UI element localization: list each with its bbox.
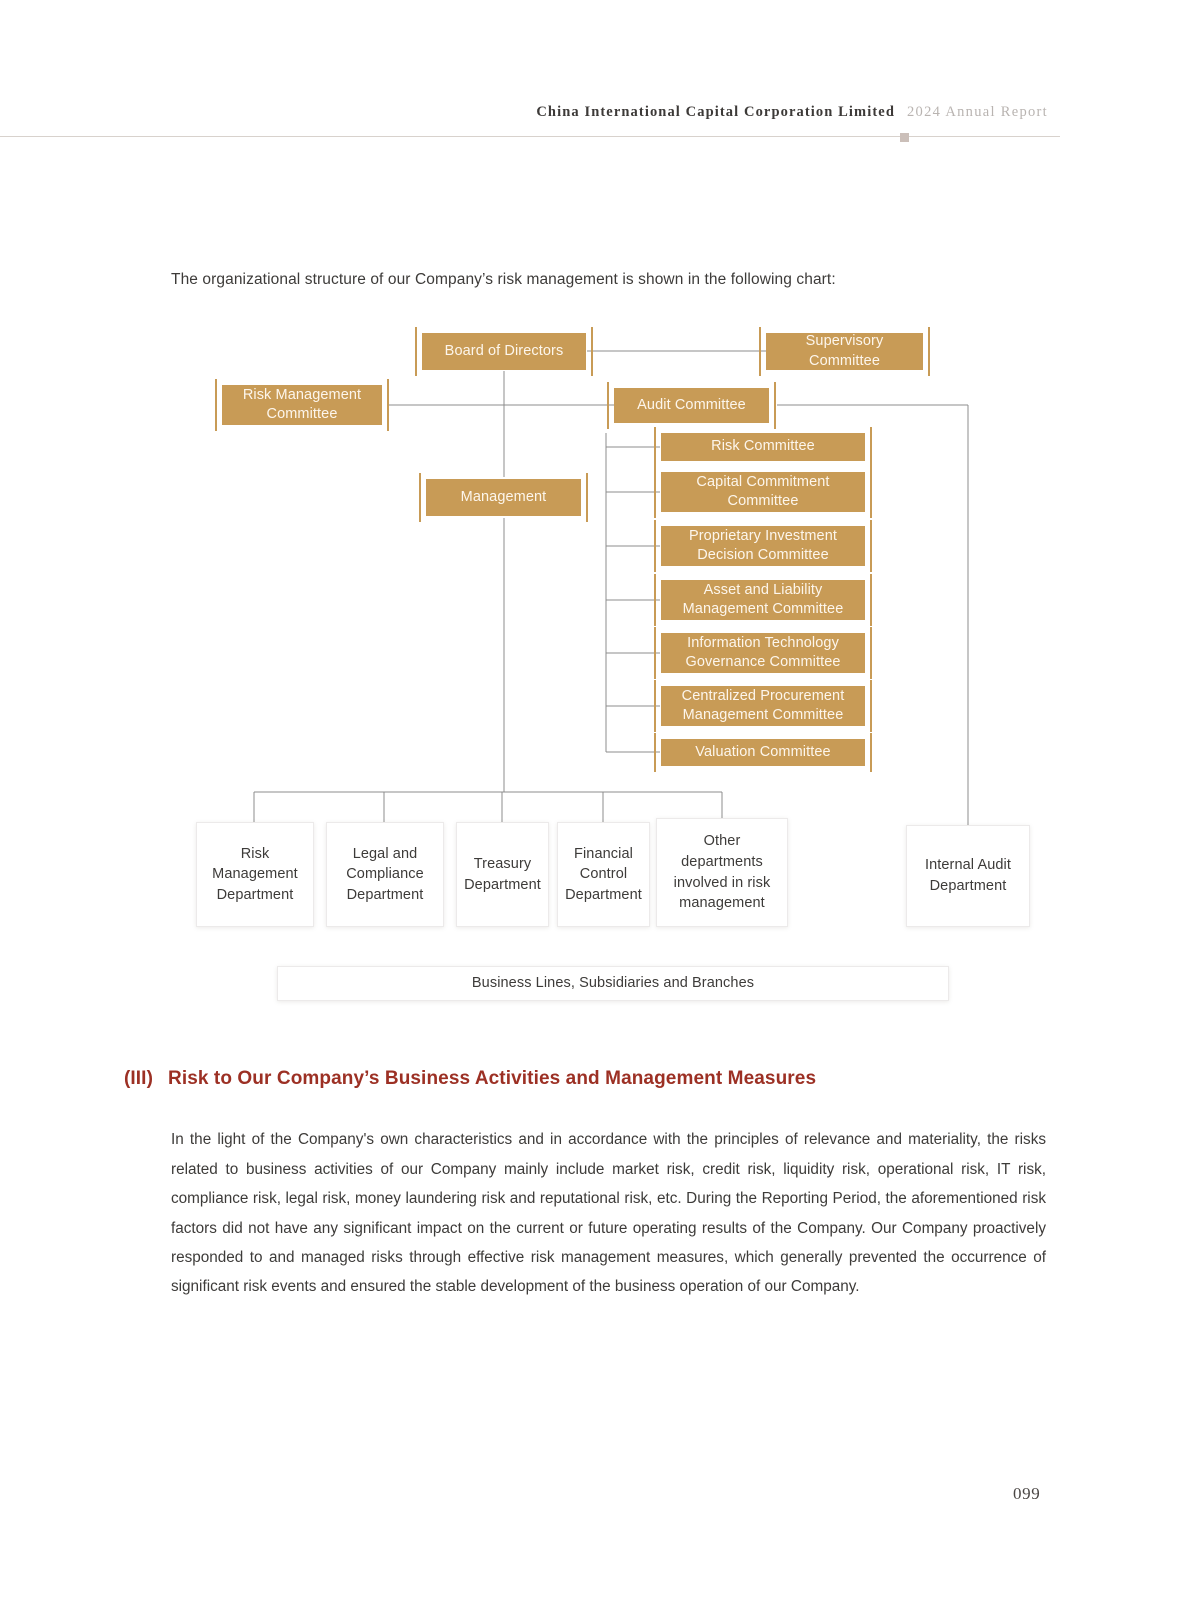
node-label: Management: [460, 488, 547, 505]
node-label: Supervisory Committee: [805, 333, 884, 369]
node-label: Centralized Procurement Management Commi…: [681, 687, 845, 723]
dept-risk-management-department[interactable]: Risk Management Department: [196, 822, 314, 927]
node-asset-and-liability-management-committee[interactable]: Asset and Liability Management Committee: [654, 574, 872, 626]
section-number: (III): [124, 1068, 153, 1089]
node-board-of-directors[interactable]: Board of Directors: [415, 327, 593, 376]
dept-label: Risk Management Department: [212, 845, 298, 903]
dept-label: Other departments involved in risk manag…: [673, 833, 771, 912]
node-risk-committee[interactable]: Risk Committee: [654, 427, 872, 467]
dept-treasury-department[interactable]: Treasury Department: [456, 822, 549, 927]
header-company-name: China International Capital Corporation …: [536, 104, 895, 120]
node-centralized-procurement-management-committee[interactable]: Centralized Procurement Management Commi…: [654, 680, 872, 732]
dept-label: Treasury Department: [464, 855, 541, 893]
node-supervisory-committee[interactable]: Supervisory Committee: [759, 327, 930, 376]
node-label: Capital Commitment Committee: [696, 473, 830, 509]
node-business-lines-subsidiaries-branches[interactable]: Business Lines, Subsidiaries and Branche…: [277, 966, 949, 1001]
node-valuation-committee[interactable]: Valuation Committee: [654, 733, 872, 772]
node-capital-commitment-committee[interactable]: Capital Commitment Committee: [654, 466, 872, 518]
node-label: Audit Committee: [637, 396, 746, 413]
node-label: Board of Directors: [444, 342, 564, 359]
section-paragraph: In the light of the Company's own charac…: [171, 1131, 1046, 1296]
org-chart-connectors: [253, 350, 969, 830]
header-accent-square: [900, 133, 909, 142]
node-label: Valuation Committee: [695, 743, 831, 760]
business-lines-label: Business Lines, Subsidiaries and Branche…: [471, 975, 755, 992]
intro-text: The organizational structure of our Comp…: [171, 271, 836, 288]
dept-label: Legal and Compliance Department: [346, 845, 424, 903]
section-title: Risk to Our Company’s Business Activitie…: [168, 1068, 817, 1089]
dept-legal-and-compliance-department[interactable]: Legal and Compliance Department: [326, 822, 444, 927]
header-divider: [0, 136, 1060, 137]
dept-financial-control-department[interactable]: Financial Control Department: [557, 822, 650, 927]
dept-label: Internal Audit Department: [924, 857, 1012, 894]
node-information-technology-governance-committee[interactable]: Information Technology Governance Commit…: [654, 627, 872, 679]
node-label: Proprietary Investment Decision Committe…: [688, 527, 838, 563]
node-label: Risk Committee: [711, 438, 815, 455]
dept-internal-audit-department[interactable]: Internal Audit Department: [906, 825, 1030, 927]
node-proprietary-investment-decision-committee[interactable]: Proprietary Investment Decision Committe…: [654, 520, 872, 572]
node-label: Information Technology Governance Commit…: [685, 634, 841, 670]
dept-other-departments-in-risk-management[interactable]: Other departments involved in risk manag…: [656, 818, 788, 927]
node-management[interactable]: Management: [419, 473, 588, 522]
node-risk-management-committee[interactable]: Risk Management Committee: [215, 379, 389, 431]
page-header: China International Capital Corporation …: [0, 104, 1190, 150]
page-number: 099: [1013, 1484, 1041, 1503]
dept-label: Financial Control Department: [565, 845, 642, 903]
node-audit-committee[interactable]: Audit Committee: [607, 382, 776, 429]
section-heading: (III) Risk to Our Company’s Business Acti…: [124, 1068, 816, 1090]
header-title: China International Capital Corporation …: [536, 104, 1048, 121]
header-report-label: 2024 Annual Report: [907, 104, 1048, 120]
node-label: Risk Management Committee: [242, 386, 362, 422]
org-chart: Board of Directors Supervisory Committee…: [196, 327, 1030, 1001]
node-label: Asset and Liability Management Committee: [682, 581, 844, 617]
